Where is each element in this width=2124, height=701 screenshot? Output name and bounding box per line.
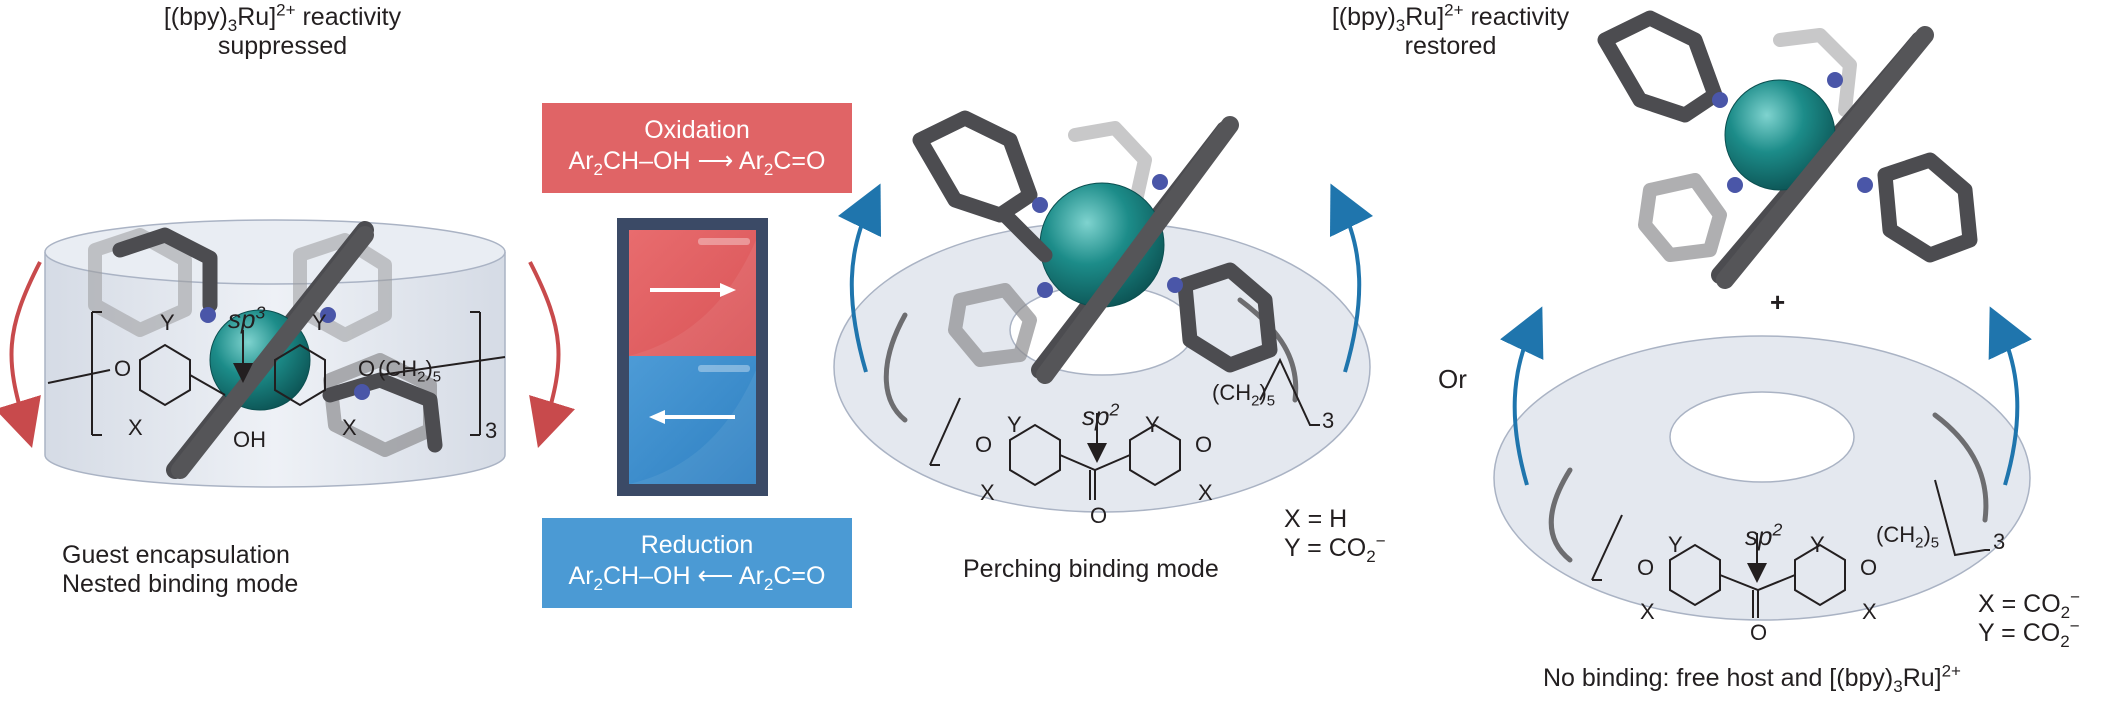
right-y-label-2: Y bbox=[1810, 532, 1825, 557]
right-sp2-label: sp2 bbox=[1745, 519, 1783, 551]
right-definitions: X = CO2− Y = CO2− bbox=[1978, 587, 2081, 651]
right-ru-complex bbox=[1597, 10, 1978, 289]
left-ru-complex bbox=[88, 221, 443, 479]
left-x-label-1: X bbox=[128, 415, 143, 440]
reduction-equation: Ar2CH–OH ⟵ Ar2C=O bbox=[568, 562, 826, 594]
or-label: Or bbox=[1438, 364, 1467, 394]
right-rotation-arrow-right bbox=[1988, 306, 2032, 486]
middle-rotation-arrow-right bbox=[1329, 183, 1374, 373]
middle-repeat-label: 3 bbox=[1322, 408, 1335, 433]
oxidation-equation: Ar2CH–OH ⟶ Ar2C=O bbox=[568, 147, 826, 179]
redox-switch-icon bbox=[617, 218, 768, 496]
plus-sign: + bbox=[1770, 287, 1786, 317]
middle-o-label-1: O bbox=[975, 432, 993, 457]
right-o-label-2: O bbox=[1860, 555, 1878, 580]
right-x-label-2: X bbox=[1862, 599, 1877, 624]
left-host-structure bbox=[47, 311, 506, 436]
middle-y-label-2: Y bbox=[1145, 412, 1160, 437]
middle-x-label-1: X bbox=[980, 480, 995, 505]
switch-left-arrowhead bbox=[649, 410, 665, 424]
right-y-label-1: Y bbox=[1668, 532, 1683, 557]
right-o-label-1: O bbox=[1637, 555, 1655, 580]
reduction-title: Reduction bbox=[640, 531, 754, 559]
middle-o-label-2: O bbox=[1195, 432, 1213, 457]
middle-host-structure bbox=[929, 357, 1320, 500]
left-x-label-2: X bbox=[342, 415, 357, 440]
left-oh-label: OH bbox=[233, 427, 266, 452]
right-repeat-label: 3 bbox=[1993, 529, 2006, 554]
oxidation-title: Oxidation bbox=[644, 116, 750, 144]
reduction-box: Reduction Ar2CH–OH ⟵ Ar2C=O bbox=[542, 518, 852, 608]
right-panel-title: [(bpy)3Ru]2+ reactivity restored bbox=[1331, 0, 1570, 60]
left-rotation-arrow-left bbox=[0, 261, 42, 448]
middle-carbonyl-o-label: O bbox=[1090, 503, 1108, 528]
right-x-label-1: X bbox=[1640, 599, 1655, 624]
middle-ru-complex bbox=[912, 110, 1278, 384]
left-panel-title: [(bpy)3Ru]2+ reactivity suppressed bbox=[163, 0, 402, 60]
middle-y-label-1: Y bbox=[1007, 412, 1022, 437]
right-caption: No binding: free host and [(bpy)3Ru]2+ bbox=[1543, 661, 1961, 696]
switch-right-arrowhead bbox=[720, 283, 736, 297]
left-y-label-2: Y bbox=[312, 310, 327, 335]
middle-x-label-2: X bbox=[1198, 480, 1213, 505]
middle-sp2-label: sp2 bbox=[1082, 399, 1120, 431]
middle-caption: Perching binding mode bbox=[963, 555, 1219, 583]
right-chain-label: (CH2)5 bbox=[1876, 522, 1940, 552]
middle-definitions: X = H Y = CO2− bbox=[1284, 505, 1386, 566]
left-o-label-2: O bbox=[358, 356, 376, 381]
left-o-label-1: O bbox=[114, 356, 132, 381]
left-y-label-1: Y bbox=[160, 310, 175, 335]
right-rotation-arrow-left bbox=[1500, 306, 1544, 486]
middle-rotation-arrow-left bbox=[837, 183, 882, 373]
right-host-structure bbox=[1591, 479, 1990, 618]
right-host-torus bbox=[1493, 335, 2031, 621]
oxidation-box: Oxidation Ar2CH–OH ⟶ Ar2C=O bbox=[542, 103, 852, 193]
left-sp3-label: sp3 bbox=[228, 302, 266, 334]
left-chain-label: (CH2)5 bbox=[378, 356, 442, 386]
left-caption: Guest encapsulation Nested binding mode bbox=[62, 541, 299, 598]
left-repeat-label: 3 bbox=[485, 418, 498, 443]
right-carbonyl-o-label: O bbox=[1750, 620, 1768, 645]
left-rotation-arrow-right bbox=[528, 261, 575, 448]
middle-chain-label: (CH2)5 bbox=[1212, 380, 1276, 410]
